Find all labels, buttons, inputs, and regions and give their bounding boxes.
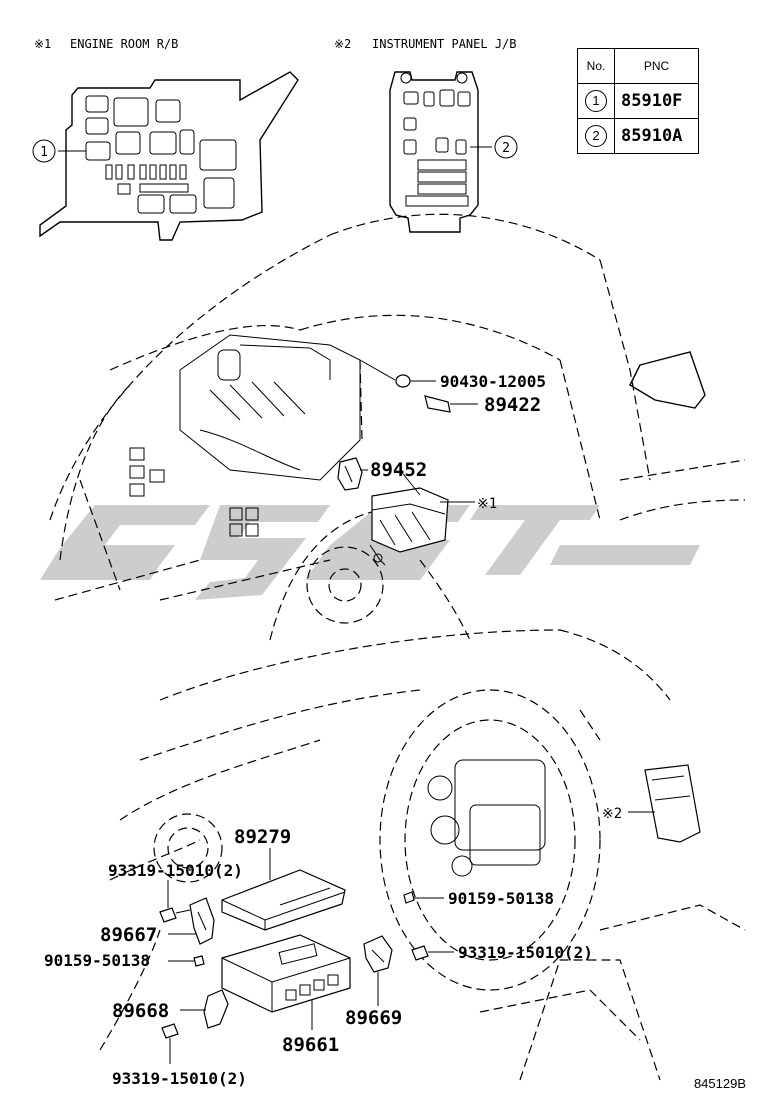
sensor-89452 bbox=[337, 457, 363, 491]
pnc-row-value-2: 85910A bbox=[614, 118, 699, 154]
catalog-code: 845129B bbox=[693, 1076, 746, 1091]
instrument-panel-mark: ※2 bbox=[334, 37, 351, 51]
pnc-row-no-1: 1 bbox=[585, 90, 607, 112]
bolt-93319-right bbox=[411, 945, 429, 961]
engine-bay-relay-block bbox=[369, 469, 449, 566]
part-label-93319-right: 93319-15010(2) bbox=[458, 943, 593, 962]
ecu-89661 bbox=[221, 934, 351, 1013]
pnc-header-pnc: PNC bbox=[614, 48, 699, 84]
bracket-89668 bbox=[203, 989, 229, 1029]
pnc-header-no: No. bbox=[577, 48, 615, 84]
screw-90159-left bbox=[193, 955, 205, 967]
dashboard-outline bbox=[99, 629, 746, 1081]
vehicle-body-outline bbox=[49, 213, 746, 641]
instrument-panel-junction-block: 2 bbox=[389, 71, 518, 233]
pnc-row-value-1: 85910F bbox=[614, 83, 699, 119]
part-label-89668: 89668 bbox=[112, 1000, 169, 1022]
callout-2-label: 2 bbox=[502, 141, 510, 156]
pnc-table-row: 2 85910A bbox=[577, 118, 699, 154]
part-label-90159-left: 90159-50138 bbox=[44, 951, 150, 970]
ref-mark-1: ※1 bbox=[477, 496, 497, 512]
screw-90159-right bbox=[403, 891, 415, 904]
part-label-89422: 89422 bbox=[484, 394, 541, 416]
pnc-table-header: No. PNC bbox=[577, 48, 699, 84]
pnc-table-row: 1 85910F bbox=[577, 83, 699, 119]
engine-room-title: ENGINE ROOM R/B bbox=[70, 37, 178, 51]
part-label-89279: 89279 bbox=[234, 826, 291, 848]
part-label-89452: 89452 bbox=[370, 459, 427, 481]
watermark-logo bbox=[40, 505, 700, 600]
part-label-90159-right: 90159-50138 bbox=[448, 889, 554, 908]
gasket-90430-12005 bbox=[395, 374, 411, 388]
leader-90430 bbox=[359, 359, 396, 381]
pnc-table: No. PNC 1 85910F 2 85910A bbox=[577, 48, 699, 154]
plate-89279 bbox=[221, 869, 346, 931]
bolt-93319-lower bbox=[161, 1023, 179, 1039]
part-label-93319-upper-left: 93319-15010(2) bbox=[108, 861, 243, 880]
part-label-93319-lower: 93319-15010(2) bbox=[112, 1069, 247, 1088]
sensor-89422 bbox=[424, 395, 451, 413]
engine-room-mark: ※1 bbox=[34, 37, 51, 51]
ref-mark-2: ※2 bbox=[602, 806, 622, 822]
part-label-90430-12005: 90430-12005 bbox=[440, 372, 546, 391]
bolt-93319-upper-left bbox=[159, 907, 177, 923]
part-label-89667: 89667 bbox=[100, 924, 157, 946]
bracket-89667 bbox=[189, 897, 215, 945]
bracket-89669 bbox=[363, 935, 393, 973]
part-label-89661: 89661 bbox=[282, 1034, 339, 1056]
pnc-row-no-2: 2 bbox=[585, 125, 607, 147]
callout-1-label: 1 bbox=[40, 145, 48, 160]
instrument-panel-title: INSTRUMENT PANEL J/B bbox=[372, 37, 517, 51]
part-label-89669: 89669 bbox=[345, 1007, 402, 1029]
engine-room-relay-block: 1 bbox=[32, 71, 299, 241]
